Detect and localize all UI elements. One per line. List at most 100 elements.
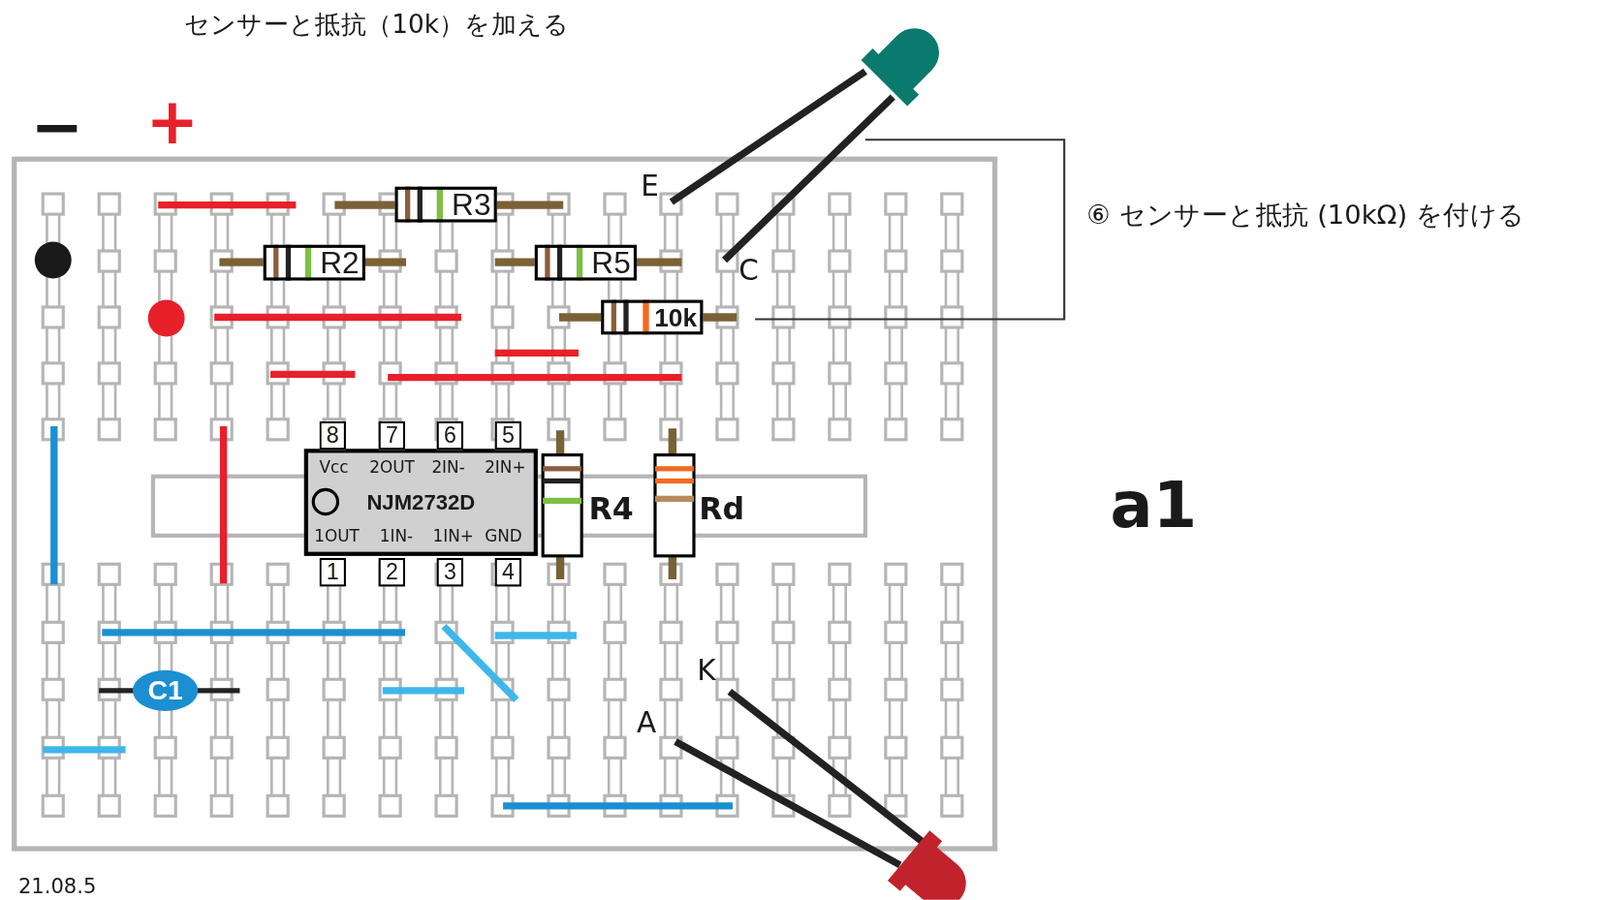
pin-name: GND: [484, 527, 523, 546]
part-label: C1: [147, 677, 183, 705]
hole-grid-part: [155, 737, 176, 758]
hole-grid-part: [885, 622, 907, 643]
hole-grid-part: [323, 679, 345, 700]
hole-grid-part: [885, 307, 907, 328]
callout-note: ⑥ センサーと抵抗 (10kΩ) を付ける: [1086, 199, 1525, 229]
hole-grid-part: [548, 737, 569, 758]
pin-name: Vcc: [319, 458, 349, 477]
page-id: a1: [1110, 470, 1197, 541]
hole-grid-part: [98, 193, 120, 215]
hole-grid-part: [885, 737, 907, 758]
hole-grid-part: [98, 564, 120, 585]
hole-grid-part: [885, 419, 907, 440]
hole-grid-part: [379, 737, 401, 758]
resistor-body: R2: [263, 245, 366, 282]
blue-jumpers: [54, 426, 733, 807]
minus-terminal: [34, 242, 72, 280]
hole-grid-part: [379, 795, 401, 816]
resistor-body: 10k: [600, 300, 703, 336]
part-label: NJM2732D: [366, 492, 475, 514]
hole-grid-part: [773, 622, 794, 643]
hole-grid-part: [941, 795, 963, 816]
part-label: R3: [451, 188, 491, 220]
hole-grid-part: [773, 307, 794, 328]
hole-grid-part: [941, 737, 963, 758]
resistor-bodies: [263, 187, 704, 557]
minus-sign: −: [31, 92, 85, 162]
hole-grid-part: [717, 564, 738, 585]
hole-grid-part: [98, 250, 120, 272]
hole-grid-part: [773, 564, 794, 585]
pin-name: C: [738, 254, 759, 286]
pin-name: 1IN-: [379, 527, 413, 546]
hole-grid-part: [941, 250, 963, 272]
hole-grid-part: [492, 307, 513, 328]
hole-grid-part: [604, 419, 626, 440]
hole-grid-part: [885, 679, 907, 700]
hole-grid-part: [211, 737, 232, 758]
hole-grid-part: [660, 679, 682, 700]
hole-grid-part: [773, 250, 794, 272]
hole-grid-part: [323, 795, 345, 816]
part-name: R4: [589, 492, 634, 527]
hole-grid-part: [267, 679, 288, 700]
lightblue-jumpers: [42, 626, 577, 750]
ic-body: [304, 448, 538, 557]
pin-name: E: [640, 171, 659, 203]
title-note: センサーと抵抗（10k）を加える: [184, 10, 570, 39]
hole-grid-part: [941, 419, 963, 440]
hole-grid-part: [829, 193, 850, 215]
hole-grid-part: [211, 363, 232, 384]
hole-grid-part: [829, 737, 850, 758]
resistor-body: R5: [534, 245, 637, 282]
hole-grid-part: [492, 737, 513, 758]
hole-grid-part: [155, 250, 176, 272]
part-label: R2: [319, 247, 359, 279]
hole-grid-part: [155, 795, 176, 816]
hole-grid-part: [267, 419, 288, 440]
hole-grid-part: [885, 193, 907, 215]
pin-name: 1OUT: [313, 527, 360, 546]
hole-grid-part: [155, 363, 176, 384]
part-name: Rd: [698, 492, 745, 527]
hole-grid-part: [42, 307, 63, 328]
hole-grid: [42, 193, 963, 816]
hole-grid-part: [941, 622, 963, 643]
hole-grid-part: [42, 193, 63, 215]
hole-grid-part: [941, 193, 963, 215]
hole-grid-part: [604, 622, 626, 643]
hole-grid-part: [717, 419, 738, 440]
red-jumpers: [157, 205, 682, 585]
hole-grid-part: [267, 737, 288, 758]
resistor-leads: [219, 205, 737, 580]
hole-grid-part: [323, 737, 345, 758]
hole-grid-part: [717, 363, 738, 384]
pin-name: A: [636, 708, 657, 740]
pin-name: 1IN+: [432, 527, 473, 546]
board-outline: [14, 158, 996, 849]
hole-grid-part: [42, 363, 63, 384]
hole-grid-part: [436, 737, 457, 758]
hole-grid-part: [941, 564, 963, 585]
hole-grid-part: [98, 795, 120, 816]
hole-grid-part: [941, 363, 963, 384]
hole-grid-part: [829, 307, 850, 328]
hole-grid-part: [885, 250, 907, 272]
hole-grid-part: [717, 737, 738, 758]
part-label: 10k: [654, 304, 697, 330]
hole-grid-part: [42, 795, 63, 816]
hole-grid-part: [98, 419, 120, 440]
hole-grid-part: [436, 795, 457, 816]
pin-name: 2IN-: [431, 458, 465, 477]
sensor: [671, 12, 956, 261]
hole-grid-part: [267, 564, 288, 585]
hole-grid-part: [717, 193, 738, 215]
hole-grid-part: [98, 363, 120, 384]
hole-grid-part: [548, 679, 569, 700]
hole-grid-part: [773, 419, 794, 440]
hole-grid-part: [717, 622, 738, 643]
date-note: 21.08.5: [18, 875, 96, 898]
pin-name: 2IN+: [484, 458, 526, 477]
hole-grid-part: [829, 679, 850, 700]
